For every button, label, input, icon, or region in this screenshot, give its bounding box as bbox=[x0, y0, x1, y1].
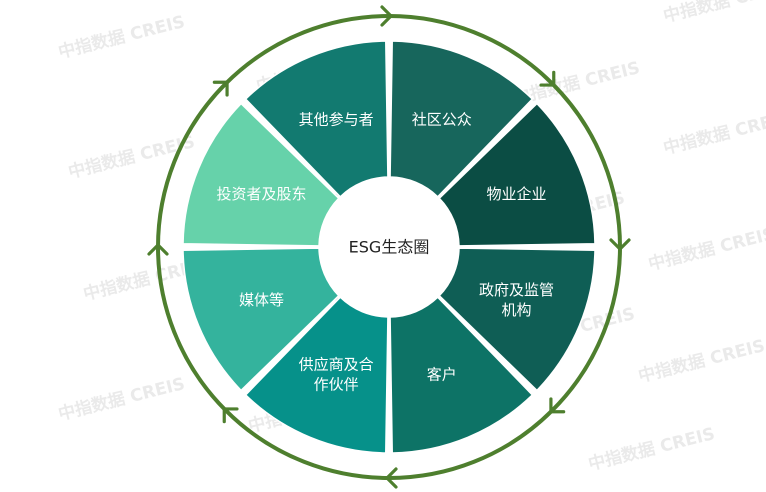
watermark-text: 中指数据 CREIS bbox=[661, 107, 766, 159]
segment-label-customers: 客户 bbox=[427, 365, 457, 383]
segment-property: 物业企业 bbox=[438, 102, 596, 247]
cycle-arrow-icon bbox=[385, 467, 398, 489]
cycle-arrow-icon bbox=[380, 5, 393, 27]
outer-cycle-ring bbox=[147, 5, 631, 489]
cycle-arrow-icon bbox=[609, 238, 631, 251]
watermark-text: 中指数据 CREIS bbox=[56, 373, 187, 425]
cycle-arrow-icon bbox=[222, 407, 239, 424]
cycle-arrow-icon bbox=[549, 397, 566, 414]
segment-label-suppliers: 供应商及合 bbox=[299, 355, 374, 373]
watermark-text: 中指数据 CREIS bbox=[661, 0, 766, 27]
watermark-text: 中指数据 CREIS bbox=[636, 335, 766, 387]
center-label: ESG生态圈 bbox=[349, 238, 430, 257]
segment-label-government: 政府及监管 bbox=[479, 281, 554, 299]
segment-label-investors: 投资者及股东 bbox=[216, 185, 306, 203]
segment-label-media: 媒体等 bbox=[239, 291, 284, 309]
watermark-text: 中指数据 CREIS bbox=[646, 223, 766, 275]
watermark-text: 中指数据 CREIS bbox=[586, 423, 717, 475]
segment-label-community: 社区公众 bbox=[412, 111, 472, 129]
cycle-arrow-icon bbox=[212, 80, 229, 97]
segment-label-suppliers: 作伙伴 bbox=[314, 375, 359, 393]
segment-label-others: 其他参与者 bbox=[299, 111, 374, 129]
center-circle bbox=[319, 177, 459, 317]
segment-label-government: 机构 bbox=[501, 301, 531, 319]
cycle-arrow-icon bbox=[539, 70, 556, 87]
center-hub: ESG生态圈 bbox=[319, 177, 459, 317]
cycle-arrow-icon bbox=[147, 243, 169, 256]
segment-label-property: 物业企业 bbox=[486, 185, 546, 203]
watermark-text: 中指数据 CREIS bbox=[56, 11, 187, 63]
